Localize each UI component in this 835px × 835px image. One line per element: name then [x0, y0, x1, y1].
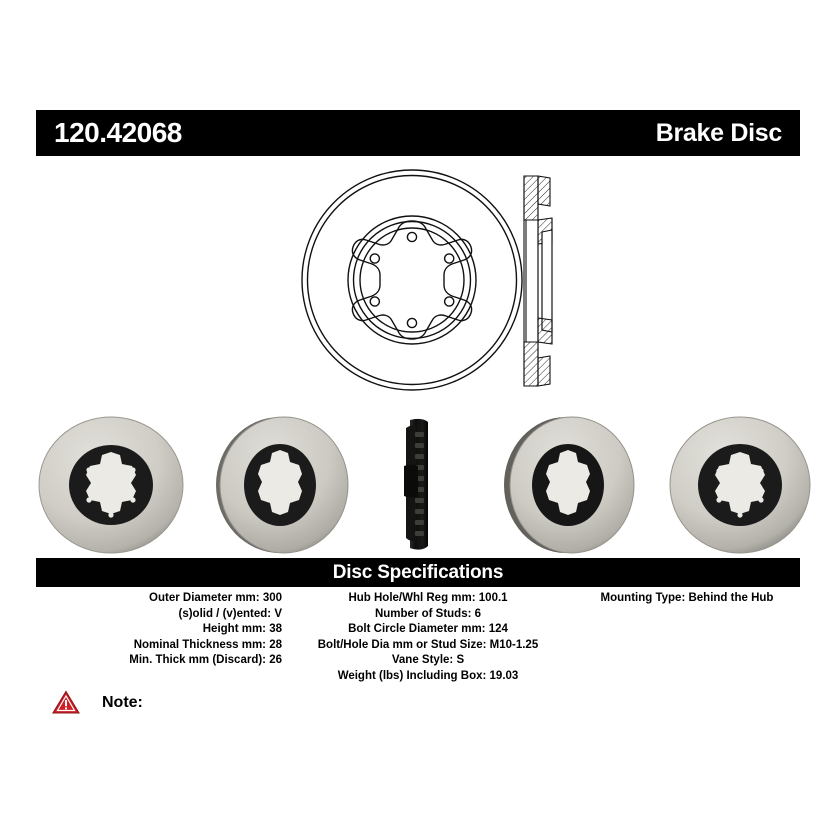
note-label: Note: [102, 693, 143, 711]
spec-row: Number of Studs: 6 [282, 607, 574, 623]
spec-section-title: Disc Specifications [332, 562, 504, 583]
rotor-cross-section-drawing [523, 175, 553, 387]
spec-label: Bolt Circle Diameter mm: [348, 623, 489, 636]
spec-row: Min. Thick mm (Discard): 26 [36, 653, 282, 669]
spec-value: 28 [269, 638, 282, 651]
spec-label: (s)olid / (v)ented: [178, 607, 275, 620]
spec-label: Number of Studs: [374, 607, 475, 620]
spec-label: Min. Thick mm (Discard): [129, 654, 270, 667]
spec-row: Bolt Circle Diameter mm: 124 [282, 622, 574, 638]
product-type-title: Brake Disc [655, 118, 783, 147]
part-number: 120.42068 [54, 117, 182, 148]
spec-value: 26 [269, 654, 282, 667]
spec-value: Behind the Hub [688, 592, 774, 604]
rotor-angled-face-photo [202, 414, 352, 556]
rotor-edge-on-photo [384, 414, 458, 556]
spec-value: 38 [269, 623, 282, 636]
spec-label: Outer Diameter mm: [149, 592, 263, 604]
header-bar: 120.42068 Brake Disc [36, 110, 800, 156]
technical-drawing-group [300, 163, 580, 398]
spec-column-left: Outer Diameter mm: 300 (s)olid / (v)ente… [36, 591, 282, 669]
rotor-face-technical-drawing [301, 169, 523, 391]
spec-label: Weight (lbs) Including Box: [337, 669, 490, 682]
rotor-angled-hub-photo [492, 414, 648, 556]
spec-column-middle: Hub Hole/Whl Reg mm: 100.1 Number of Stu… [282, 591, 574, 685]
spec-value: 124 [488, 623, 508, 636]
spec-label: Vane Style: [391, 654, 457, 667]
spec-row: Hub Hole/Whl Reg mm: 100.1 [282, 591, 574, 607]
spec-row: Height mm: 38 [36, 622, 282, 638]
spec-value: M10-1.25 [489, 638, 539, 651]
note-row: Note: [52, 690, 143, 715]
spec-section-bar: Disc Specifications [36, 558, 800, 587]
spec-label: Nominal Thickness mm: [133, 638, 270, 651]
spec-value: 300 [262, 592, 282, 604]
spec-value: S [456, 654, 465, 667]
spec-row: Bolt/Hole Dia mm or Stud Size: M10-1.25 [282, 638, 574, 654]
spec-row: Weight (lbs) Including Box: 19.03 [282, 669, 574, 685]
spec-column-right: Mounting Type: Behind the Hub [574, 591, 800, 607]
spec-label: Height mm: [202, 623, 270, 636]
spec-label: Bolt/Hole Dia mm or Stud Size: [317, 638, 490, 651]
rotor-front-hub-photo [664, 414, 816, 556]
spec-value: 19.03 [489, 669, 519, 682]
spec-row: Nominal Thickness mm: 28 [36, 638, 282, 654]
spec-row: Mounting Type: Behind the Hub [574, 591, 800, 607]
rotor-front-face-photo [32, 414, 190, 556]
spec-row: Vane Style: S [282, 653, 574, 669]
product-photo-row [26, 414, 816, 556]
spec-label: Hub Hole/Whl Reg mm: [348, 592, 479, 604]
spec-value: 6 [474, 607, 482, 620]
spec-value: 100.1 [478, 592, 508, 604]
warning-triangle-icon [52, 690, 80, 714]
spec-row: (s)olid / (v)ented: V [36, 607, 282, 623]
spec-value: V [274, 607, 282, 620]
spec-label: Mounting Type: [600, 592, 689, 604]
spec-row: Outer Diameter mm: 300 [36, 591, 282, 607]
